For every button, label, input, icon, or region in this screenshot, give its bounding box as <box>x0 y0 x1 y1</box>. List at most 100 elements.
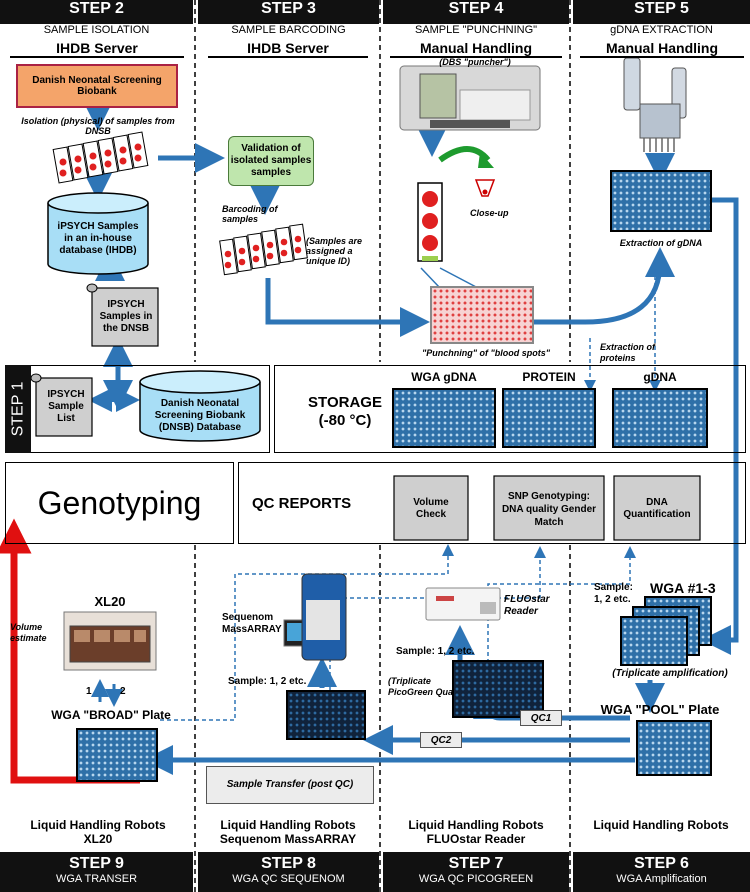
step7-header: STEP 7 WGA QC PICOGREEN <box>383 852 569 892</box>
step4-header: STEP 4 <box>383 0 569 24</box>
sample8-label: Sample: 1, 2 etc. <box>228 676 307 687</box>
broad-plate-label: WGA "BROAD" Plate <box>51 708 171 722</box>
step8-robot2: Sequenom MassARRAY <box>219 832 357 846</box>
pool-plate-label: WGA "POOL" Plate <box>600 702 720 717</box>
punching-label: "Punchning" of "blood spots" <box>421 348 551 358</box>
extraction-gdna-label: Extraction of gDNA <box>619 238 703 248</box>
step9-title: STEP 9 <box>69 855 124 872</box>
puncher-label: (DBS "puncher") <box>439 57 511 67</box>
extraction-proteins-label: Extraction of proteins <box>600 342 656 363</box>
sample-list-scroll <box>30 373 93 437</box>
step2-title: STEP 2 <box>69 0 124 17</box>
wga13-label: WGA #1-3 <box>650 580 716 596</box>
qc1-label: QC1 <box>520 710 562 726</box>
step7-robot1: Liquid Handling Robots <box>408 818 544 832</box>
ipsych-database-cylinder <box>47 192 149 275</box>
qc-title: QC REPORTS <box>252 495 352 512</box>
qc-doc-snp: SNP Genotyping: DNA quality Gender Match <box>501 490 597 528</box>
step6-robots: Liquid Handling Robots <box>576 818 746 832</box>
step6-subtitle: WGA Amplification <box>616 873 707 885</box>
picogreen-label: (Triplicate PicoGreen Quant.) <box>388 676 468 697</box>
step8-header: STEP 8 WGA QC SEQUENOM <box>198 852 379 892</box>
storage-plate-wga <box>392 388 496 448</box>
step4-subtitle: SAMPLE "PUNCHNING" <box>414 24 538 36</box>
step6-header: STEP 6 WGA Amplification <box>573 852 750 892</box>
storage-col2: PROTEIN <box>522 370 576 384</box>
broad-plate <box>76 728 158 782</box>
wga-plate-1 <box>620 616 688 666</box>
storage-col3: gDNA <box>643 370 677 384</box>
volume-estimate-label: Volume estimate <box>10 622 47 643</box>
xl20-n2: 2 <box>120 686 126 697</box>
closeup-label: Close-up <box>470 208 509 218</box>
sample6-label: Sample: 1, 2 etc. <box>594 582 633 605</box>
biobank-box: Danish Neonatal Screening Biobank <box>16 64 178 108</box>
sample7-label: Sample: 1, 2 etc. <box>396 646 475 657</box>
storage-col1: WGA gDNA <box>411 370 477 384</box>
qc-reports-box <box>238 462 746 544</box>
step5-subtitle: gDNA EXTRACTION <box>610 24 713 36</box>
step7-title: STEP 7 <box>448 855 504 872</box>
blood-strip <box>417 182 443 262</box>
sample-transfer-label: Sample Transfer (post QC) <box>206 766 374 804</box>
step9-robots: Liquid Handling Robots XL20 <box>8 818 188 846</box>
step9-robot1: Liquid Handling Robots <box>30 818 166 832</box>
dnsb-database-cylinder <box>139 370 261 442</box>
step5-server: Manual Handling <box>580 40 744 58</box>
unique-id-label: (Samples are assigned a unique ID) <box>306 236 363 266</box>
step2-server: IHDB Server <box>10 40 184 58</box>
pipette <box>623 57 687 152</box>
ipsych-dnsb-scroll <box>86 283 159 347</box>
storage-plate-protein <box>502 388 596 448</box>
qc-doc-scrolls <box>393 475 701 541</box>
puncher-device <box>399 65 541 131</box>
ipsych-dnsb-label: IPSYCH Samples in the DNSB <box>99 299 153 334</box>
qc2-label: QC2 <box>420 732 462 748</box>
dnsb-db-label: Danish Neonatal Screening Biobank (DNSB)… <box>154 398 246 433</box>
step3-title: STEP 3 <box>261 0 316 17</box>
step1-label-bar: STEP 1 <box>5 365 31 453</box>
sample-list-label: IPSYCH Sample List <box>47 389 85 424</box>
qc-doc-quant: DNA Quantification <box>623 497 691 520</box>
storage-temp: (-80 °C) <box>318 412 372 429</box>
step6-title: STEP 6 <box>634 855 689 872</box>
step3-subtitle: SAMPLE BARCODING <box>231 24 346 36</box>
step8-robots: Liquid Handling Robots Sequenom MassARRA… <box>200 818 376 846</box>
xl20-n1: 1 <box>86 686 92 697</box>
ipsych-db-label: iPSYCH Samples in an in-house database (… <box>57 221 139 256</box>
triplicate-label: (Triplicate amplification) <box>612 668 728 679</box>
xl20-device <box>63 611 157 671</box>
punch-plate <box>430 286 534 344</box>
step7-subtitle: WGA QC PICOGREEN <box>418 873 534 885</box>
sequenom-label: Sequenom MassARRAY <box>222 612 282 635</box>
step8-subtitle: WGA QC SEQUENOM <box>232 873 345 885</box>
barcoding-label: Barcoding of samples <box>222 204 278 224</box>
barcoded-cards <box>219 223 308 276</box>
sample-cards <box>52 131 149 184</box>
step6-robot1: Liquid Handling Robots <box>593 818 729 832</box>
fluostar-device <box>425 587 501 621</box>
step2-header: STEP 2 <box>0 0 193 24</box>
step3-server: IHDB Server <box>208 40 368 58</box>
pool-plate <box>636 720 712 776</box>
step9-robot2: XL20 <box>83 832 113 846</box>
storage-box <box>274 365 746 453</box>
step9-header: STEP 9 WGA TRANSER <box>0 852 193 892</box>
gdna-extraction-plate <box>610 170 712 232</box>
isolation-label: Isolation (physical) of samples from DNS… <box>21 116 175 136</box>
storage-title: STORAGE <box>308 394 382 411</box>
qc-doc-volume: Volume Check <box>413 497 449 520</box>
sequenom-device <box>283 573 347 661</box>
step8-title: STEP 8 <box>261 855 316 872</box>
step7-robots: Liquid Handling Robots FLUOstar Reader <box>386 818 566 846</box>
sequenom-plate <box>286 690 366 740</box>
storage-title-block: STORAGE (-80 °C) <box>300 394 390 430</box>
picogreen-plate <box>452 660 544 718</box>
step4-server: Manual Handling <box>390 40 562 58</box>
step5-title: STEP 5 <box>634 0 689 17</box>
step5-header: STEP 5 <box>573 0 750 24</box>
step2-subtitle: SAMPLE ISOLATION <box>43 24 150 36</box>
step3-header: STEP 3 <box>198 0 379 24</box>
